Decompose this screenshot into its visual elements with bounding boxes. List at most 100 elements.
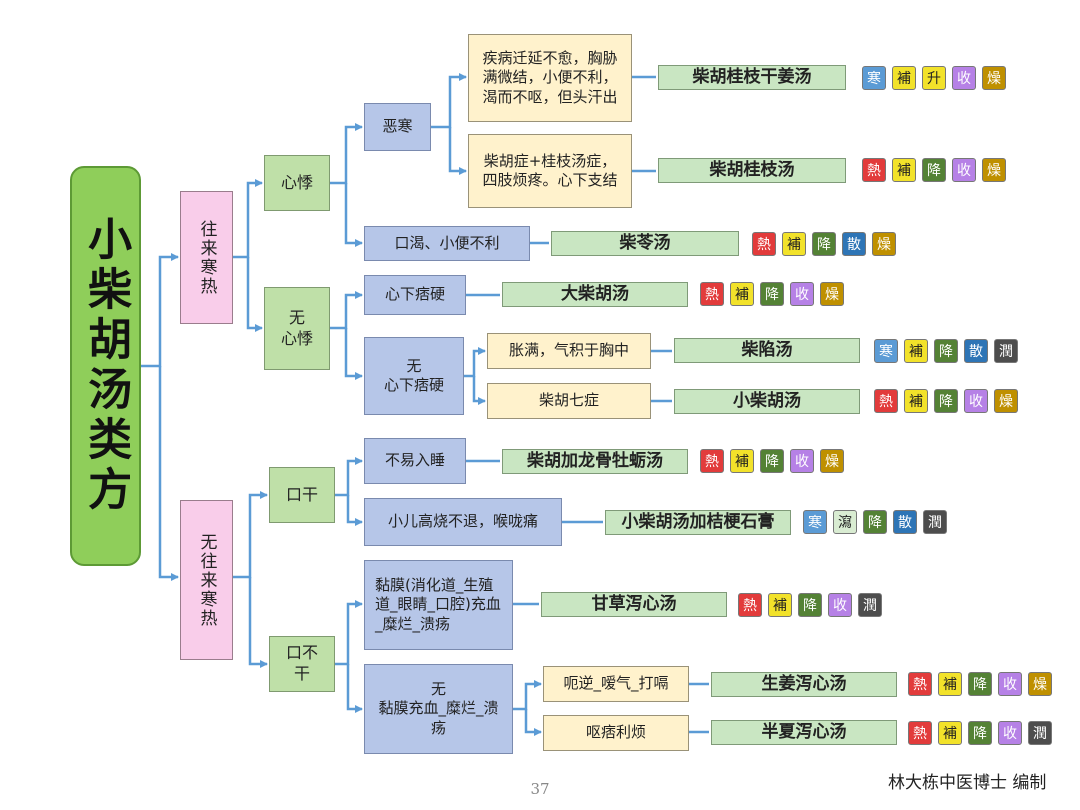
property-tag: 熱	[700, 282, 724, 306]
node-kou-bugan-label: 口不 干	[285, 643, 318, 683]
property-tag: 降	[934, 339, 958, 363]
node-kou-bugan: 口不 干	[269, 636, 335, 692]
property-tag: 收	[998, 721, 1022, 745]
condition-5: 呃逆_嗳气_打嗝	[543, 666, 689, 702]
formula-7-name: 小柴胡汤加桔梗石膏	[621, 512, 775, 533]
condition-4: 柴胡七症	[487, 383, 651, 419]
property-tag: 降	[760, 449, 784, 473]
property-tag: 收	[952, 158, 976, 182]
condition-1: 疾病迁延不愈，胸胁满微结，小便不利，渴而不呕，但头汗出	[468, 34, 632, 122]
node-xinji: 心悸	[264, 155, 330, 211]
formula-9-name: 生姜泻心汤	[761, 674, 847, 695]
property-tag: 降	[760, 282, 784, 306]
property-tag: 收	[828, 593, 852, 617]
property-tag: 降	[812, 232, 836, 256]
property-tag: 寒	[874, 339, 898, 363]
formula-5-name: 小柴胡汤	[733, 391, 801, 412]
node-wu-pi-label: 无 心下痞硬	[383, 356, 444, 395]
page-number: 37	[530, 780, 550, 798]
node-wu-pi: 无 心下痞硬	[364, 337, 464, 415]
node-wu-nianmo: 无 黏膜充血_糜烂_溃疡	[364, 664, 513, 754]
property-tag: 潤	[858, 593, 882, 617]
property-tag: 降	[922, 158, 946, 182]
condition-3-text: 胀满，气积于胸中	[508, 341, 629, 360]
property-tag: 熱	[862, 158, 886, 182]
property-tag: 升	[922, 66, 946, 90]
condition-5-text: 呃逆_嗳气_打嗝	[563, 674, 669, 693]
property-tag: 收	[790, 282, 814, 306]
property-tag: 降	[798, 593, 822, 617]
node-wu-wanglai-hanre-label: 无往来寒热	[196, 532, 217, 628]
property-tag: 燥	[820, 449, 844, 473]
node-pi: 心下痞硬	[364, 275, 466, 315]
property-tag: 降	[968, 672, 992, 696]
property-tag: 補	[904, 389, 928, 413]
node-bu-yi-rushui-label: 不易入睡	[384, 451, 445, 470]
node-wu-wanglai-hanre: 无往来寒热	[180, 500, 233, 660]
property-tag: 寒	[803, 510, 827, 534]
node-wuhan: 恶寒	[364, 103, 431, 151]
property-tag: 燥	[872, 232, 896, 256]
property-tag: 燥	[1028, 672, 1052, 696]
node-kougan: 口干	[269, 467, 335, 523]
condition-4-text: 柴胡七症	[538, 391, 599, 410]
property-tag: 補	[892, 66, 916, 90]
node-kouke-label: 口渴、小便不利	[394, 233, 500, 252]
condition-6: 呕痞利烦	[543, 715, 689, 751]
root-title-text: 小柴胡汤类方	[80, 216, 132, 516]
formula-1: 柴胡桂枝汤	[658, 158, 846, 183]
formula-1-name: 柴胡桂枝汤	[709, 160, 795, 181]
formula-8: 甘草泻心汤	[541, 592, 727, 617]
formula-3: 大柴胡汤	[502, 282, 688, 307]
node-wu-xinji-label: 无 心悸	[280, 307, 313, 348]
formula-6-name: 柴胡加龙骨牡蛎汤	[527, 451, 663, 472]
property-tag: 潤	[994, 339, 1018, 363]
property-tag: 補	[730, 449, 754, 473]
node-nianmo: 黏膜(消化道_生殖道_眼睛_口腔)充血_糜烂_溃疡	[364, 560, 513, 650]
node-wanglai-hanre-label: 往来寒热	[196, 219, 217, 296]
formula-10: 半夏泻心汤	[711, 720, 897, 745]
property-tag: 熱	[700, 449, 724, 473]
property-tag: 潤	[1028, 721, 1052, 745]
node-wuhan-label: 恶寒	[382, 117, 413, 136]
property-tag: 瀉	[833, 510, 857, 534]
node-wanglai-hanre: 往来寒热	[180, 191, 233, 324]
node-xiaoer: 小儿高烧不退，喉咙痛	[364, 498, 562, 546]
property-tag: 燥	[820, 282, 844, 306]
property-tag: 熱	[752, 232, 776, 256]
property-tag: 熱	[908, 672, 932, 696]
property-tag: 散	[842, 232, 866, 256]
formula-7: 小柴胡汤加桔梗石膏	[605, 510, 791, 535]
property-tag: 熱	[908, 721, 932, 745]
author-credit: 林大栋中医博士 编制	[888, 773, 1047, 793]
formula-0: 柴胡桂枝干姜汤	[658, 65, 846, 90]
property-tag: 補	[782, 232, 806, 256]
node-bu-yi-rushui: 不易入睡	[364, 438, 466, 484]
property-tag: 收	[998, 672, 1022, 696]
property-tag: 降	[863, 510, 887, 534]
formula-8-name: 甘草泻心汤	[591, 594, 677, 615]
property-tag: 補	[768, 593, 792, 617]
node-xinji-label: 心悸	[280, 172, 313, 192]
formula-9: 生姜泻心汤	[711, 672, 897, 697]
condition-1-text: 疾病迁延不愈，胸胁满微结，小便不利，渴而不呕，但头汗出	[482, 48, 618, 106]
property-tag: 燥	[994, 389, 1018, 413]
property-tag: 補	[938, 672, 962, 696]
condition-2: 柴胡症+桂枝汤症，四肢烦疼。心下支结	[468, 134, 632, 208]
property-tag: 補	[892, 158, 916, 182]
condition-2-text: 柴胡症+桂枝汤症，四肢烦疼。心下支结	[482, 151, 618, 190]
property-tag: 降	[934, 389, 958, 413]
property-tag: 燥	[982, 158, 1006, 182]
node-kouke: 口渴、小便不利	[364, 226, 530, 261]
property-tag: 寒	[862, 66, 886, 90]
property-tag: 收	[964, 389, 988, 413]
root-title: 小柴胡汤类方	[70, 166, 141, 566]
property-tag: 燥	[982, 66, 1006, 90]
property-tag: 收	[790, 449, 814, 473]
formula-2-name: 柴苓汤	[619, 233, 671, 254]
property-tag: 降	[968, 721, 992, 745]
formula-4-name: 柴陷汤	[741, 340, 793, 361]
property-tag: 熱	[738, 593, 762, 617]
formula-5: 小柴胡汤	[674, 389, 860, 414]
